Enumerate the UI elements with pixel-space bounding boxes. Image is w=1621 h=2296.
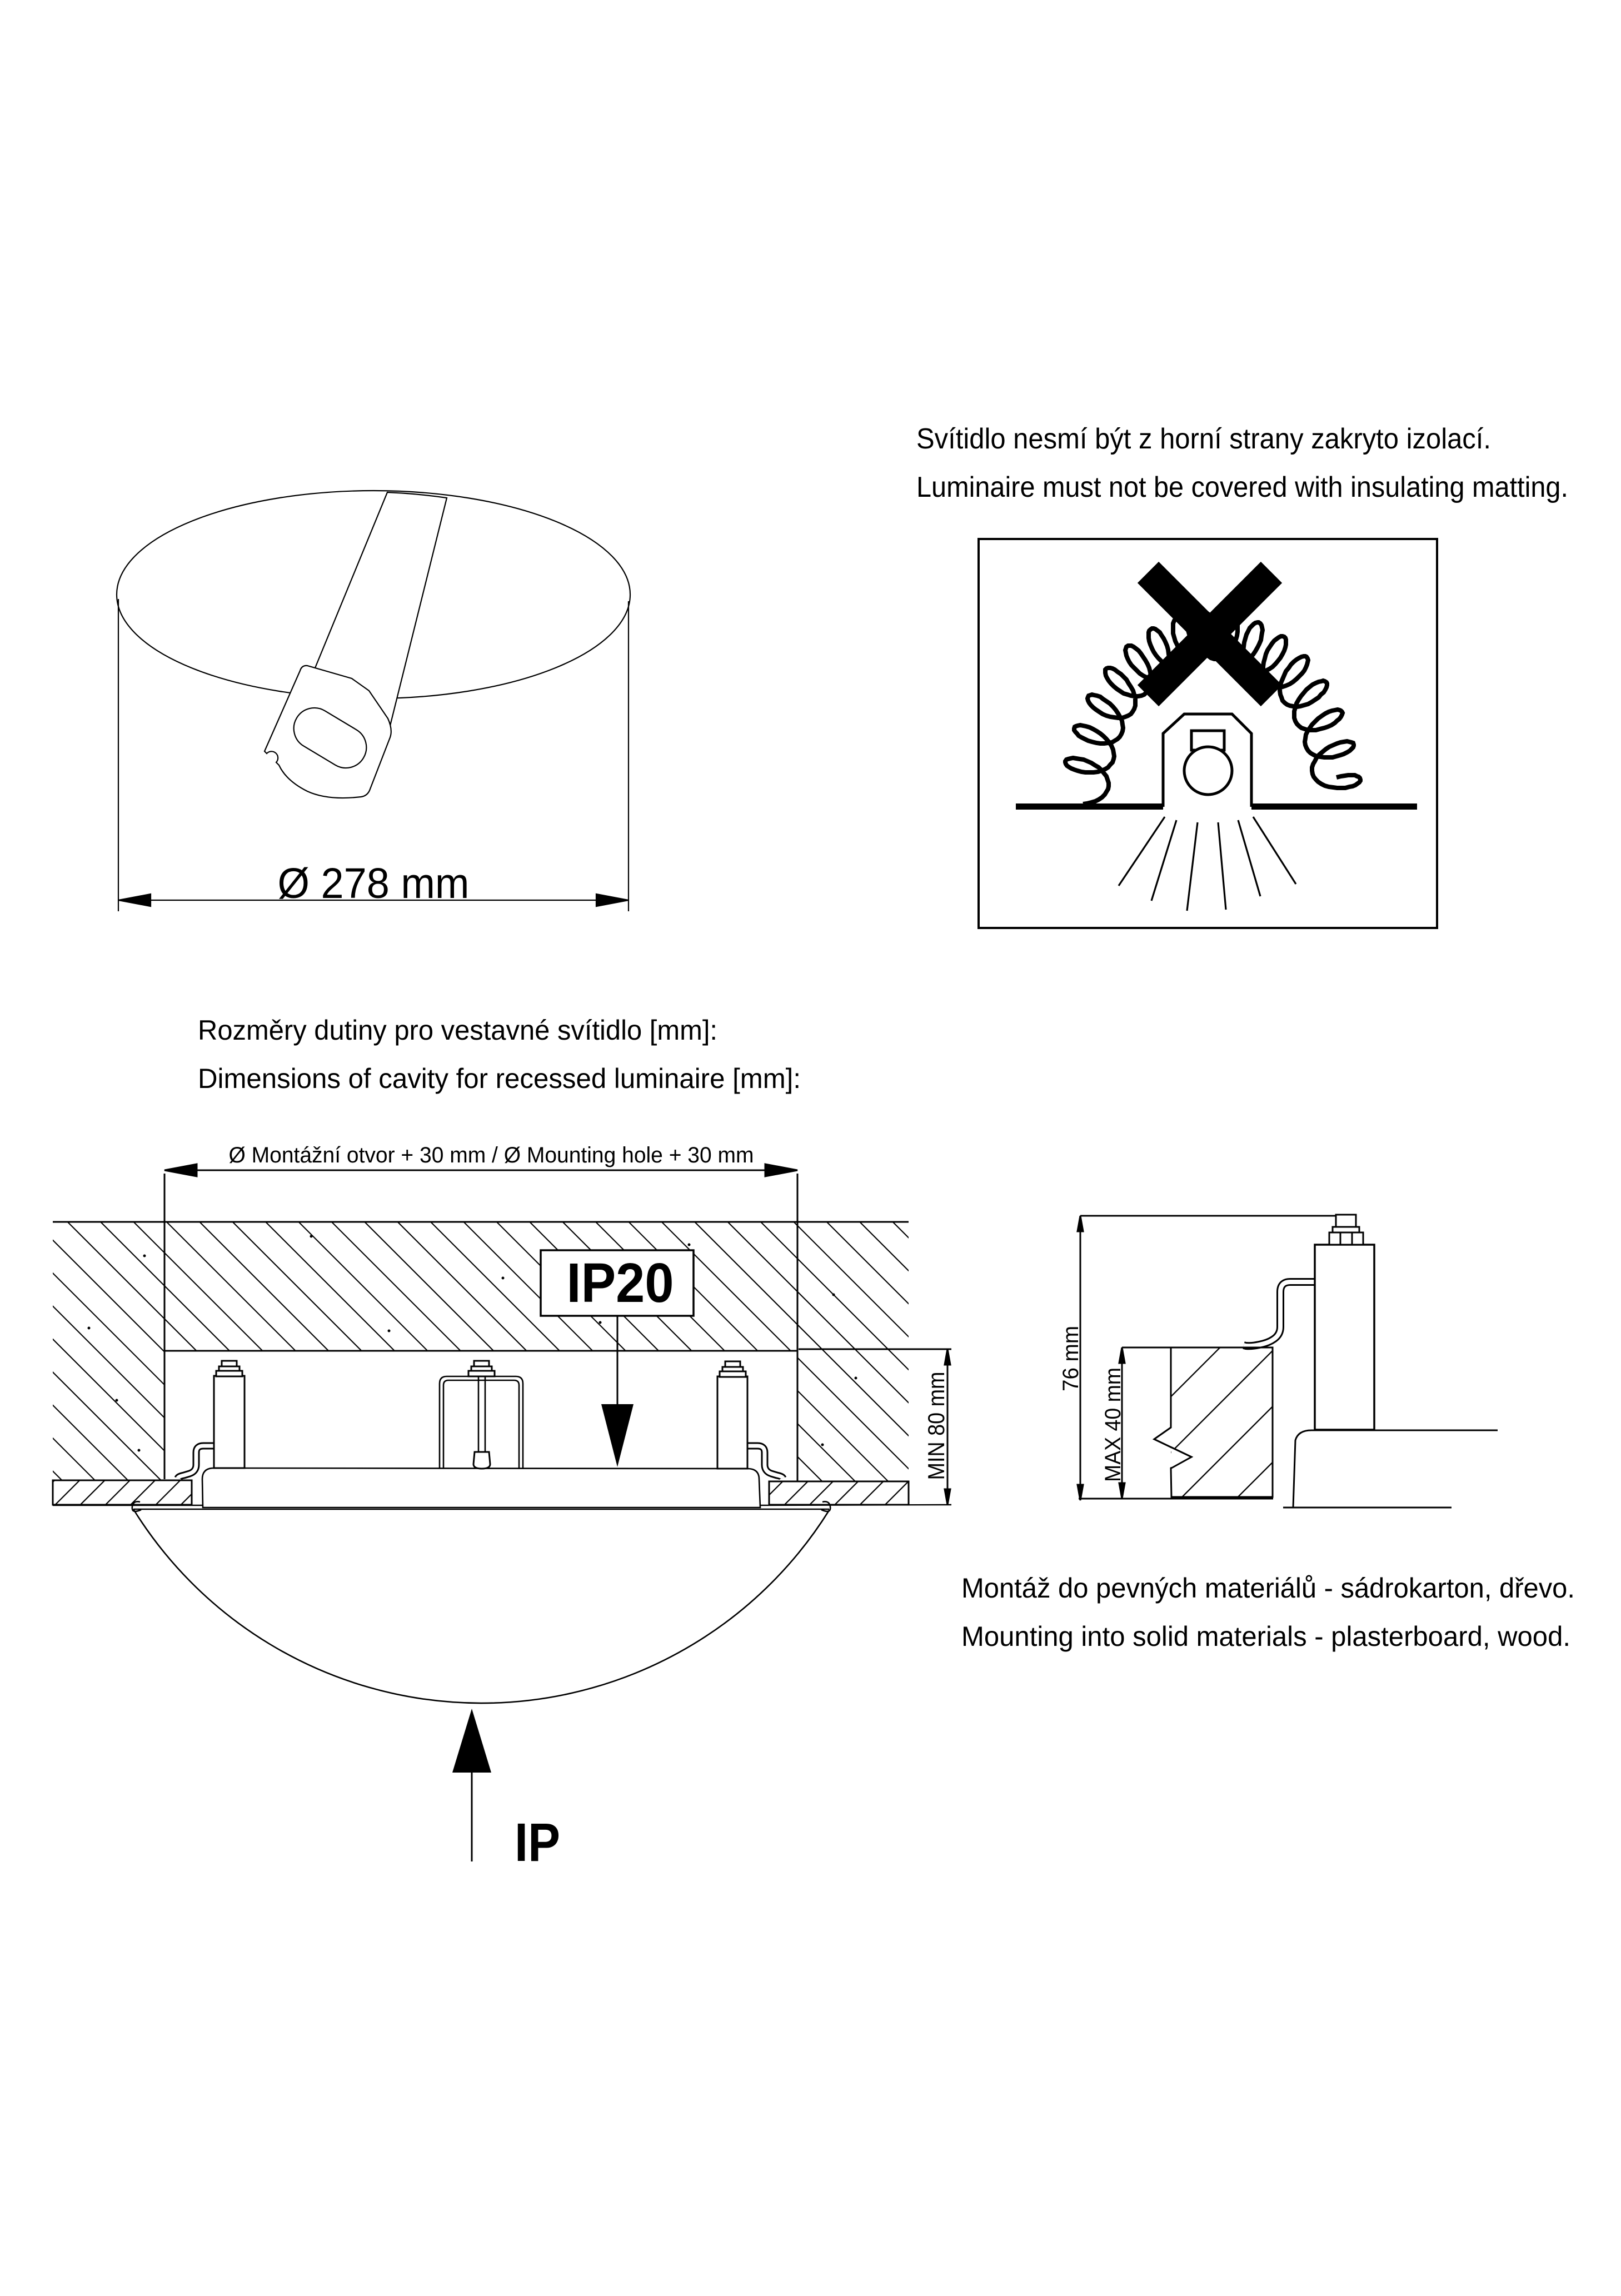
svg-text:Ø 278 mm: Ø 278 mm [278,860,470,907]
svg-text:IP20: IP20 [567,1252,674,1314]
svg-text:Rozměry dutiny pro vestavné sv: Rozměry dutiny pro vestavné svítidlo [mm… [198,1015,717,1046]
svg-text:76 mm: 76 mm [1059,1326,1083,1391]
svg-text:MAX 40 mm: MAX 40 mm [1101,1367,1125,1482]
svg-text:Montáž do pevných materiálů -: Montáž do pevných materiálů - sádrokarto… [961,1573,1575,1604]
svg-text:Luminaire must not be covered: Luminaire must not be covered with insul… [916,471,1568,503]
svg-text:IP: IP [515,1812,560,1873]
svg-text:Svítidlo nesmí být z horní str: Svítidlo nesmí být z horní strany zakryt… [916,423,1491,455]
svg-text:MIN 80 mm: MIN 80 mm [923,1372,949,1480]
svg-text:Mounting into solid materials: Mounting into solid materials - plasterb… [961,1621,1570,1652]
svg-text:Dimensions of cavity for reces: Dimensions of cavity for recessed lumina… [198,1063,801,1094]
svg-text:Ø Montážní otvor + 30 mm / Ø M: Ø Montážní otvor + 30 mm / Ø Mounting ho… [229,1143,754,1167]
